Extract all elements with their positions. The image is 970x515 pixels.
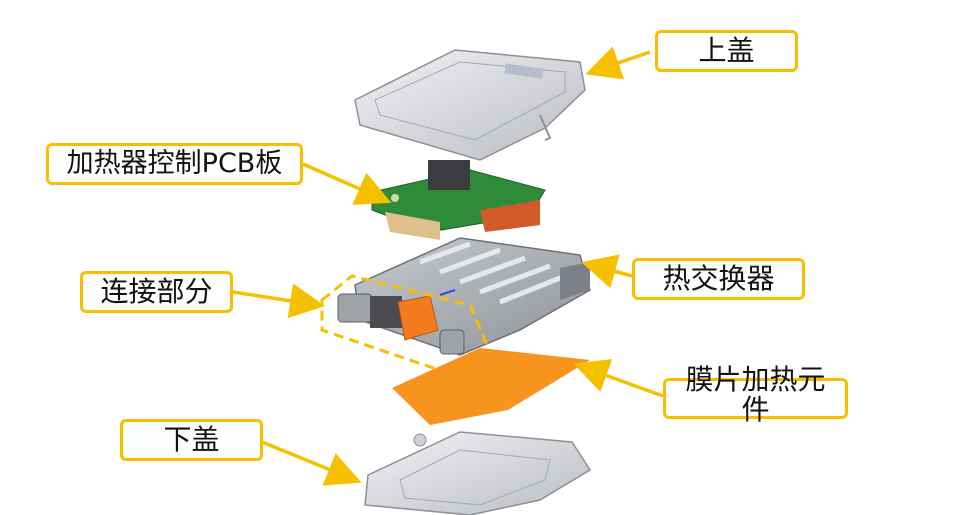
connector-part <box>320 274 492 382</box>
arrow-top-cover <box>585 46 651 80</box>
arrow-film-heater <box>573 359 664 398</box>
arrow-connector <box>232 283 325 319</box>
pcb-board-part <box>371 160 546 240</box>
connector-part-label: 连接部分 <box>80 271 233 313</box>
heat-exchanger-label: 热交换器 <box>632 258 805 300</box>
top-cover-label: 上盖 <box>655 30 798 72</box>
top-cover-part <box>354 49 586 161</box>
arrow-bottom-cover <box>261 440 362 486</box>
bottom-cover-label: 下盖 <box>120 419 263 461</box>
pcb-board-label: 加热器控制PCB板 <box>46 143 303 185</box>
film-heater-label-text: 膜片加热元件 <box>685 363 826 427</box>
film-heater-part <box>392 348 590 425</box>
bottom-cover-part <box>364 431 592 515</box>
arrow-heat-exchanger <box>581 254 633 289</box>
arrow-pcb <box>302 162 392 205</box>
film-heater-label: 膜片加热元件 <box>663 364 848 425</box>
